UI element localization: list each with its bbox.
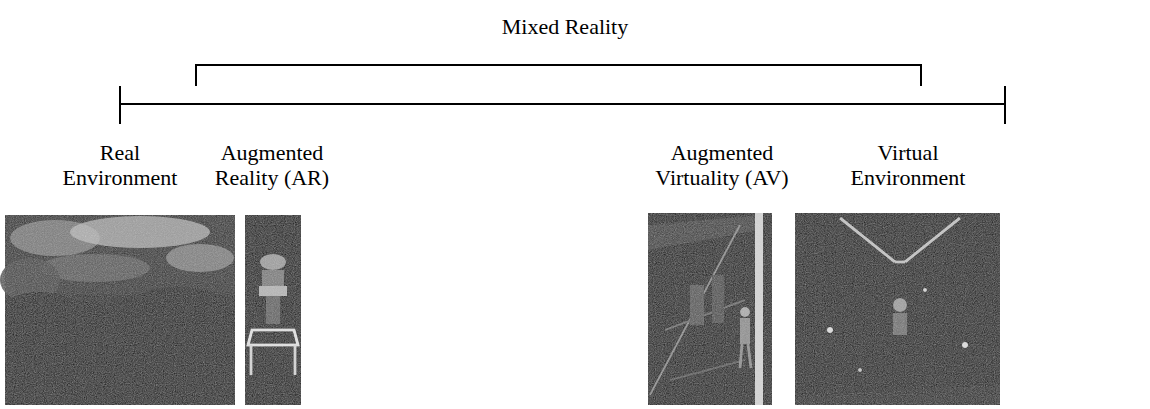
light-beam: [840, 218, 895, 262]
photo-ground: [245, 215, 301, 405]
continuum-label: Real Environment: [50, 140, 190, 191]
range-label: Mixed Reality: [405, 14, 725, 39]
person-leg: [740, 344, 742, 368]
floor: [795, 385, 1000, 405]
continuum-label: Virtual Environment: [833, 140, 983, 191]
ceiling-panel: [648, 215, 760, 250]
continuum-axis: [120, 86, 1005, 124]
frame-edge: [755, 213, 763, 405]
wall-edge: [665, 300, 745, 330]
table-leg: [250, 345, 253, 375]
virtual-stand: [266, 296, 280, 324]
floor-edge: [670, 360, 745, 380]
virtual-figure: [893, 298, 907, 312]
person-head: [740, 307, 750, 317]
virtual-panel: [712, 275, 724, 323]
augmented-reality-photo: [245, 215, 301, 405]
photo-ground: [795, 213, 1000, 405]
person-body: [740, 318, 750, 344]
continuum-label: Augmented Virtuality (AV): [636, 140, 808, 191]
table: [248, 330, 298, 345]
augmented-virtuality-photo: [648, 213, 772, 405]
virtual-panel: [690, 285, 704, 325]
light-beam: [905, 218, 960, 262]
cloud: [166, 244, 234, 272]
virtual-environment-photo: [795, 213, 1000, 405]
photo-ground: [648, 213, 772, 405]
axis-end-tick: [1004, 86, 1006, 124]
axis-line: [120, 103, 1005, 105]
light-spot: [827, 327, 833, 333]
light-spot: [858, 368, 862, 372]
light-spot: [923, 288, 927, 292]
light-beam: [895, 261, 905, 264]
table-leg: [294, 345, 297, 375]
person-leg: [748, 344, 751, 368]
virtual-body: [262, 270, 284, 286]
virtual-body: [259, 286, 287, 296]
hills: [5, 287, 235, 405]
axis-end-tick: [119, 86, 121, 124]
real-environment-photo: [0, 215, 235, 405]
photo-ground: [5, 215, 235, 405]
mixed-reality-bracket: [196, 65, 921, 86]
virtual-head: [260, 254, 286, 270]
light-spot: [962, 342, 968, 348]
wall-edge: [650, 225, 740, 395]
virtual-figure: [893, 313, 907, 335]
cloud: [70, 216, 210, 248]
continuum-label: Augmented Reality (AR): [202, 140, 342, 191]
bracket-line: [196, 65, 921, 86]
